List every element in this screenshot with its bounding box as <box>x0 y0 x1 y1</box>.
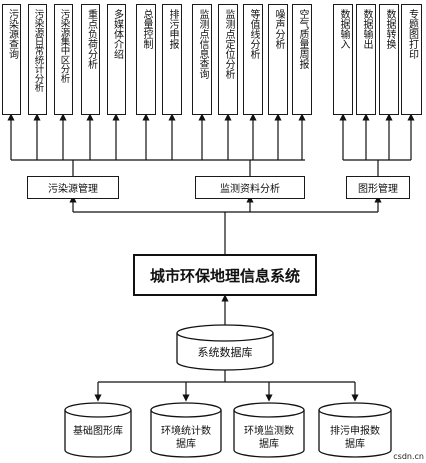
top-box-key-load: 重点负荷分析 <box>81 4 100 115</box>
db-label-line1: 环境监测数 <box>244 426 294 437</box>
system-db-cylinder <box>176 324 274 371</box>
db-label-base-graphics: 基础图形库 <box>65 425 131 438</box>
top-box-label: 多媒体介绍 <box>111 9 123 59</box>
top-box-label: 监测点信息查询 <box>197 9 208 79</box>
pollution-management-label: 污染源管理 <box>48 184 98 195</box>
graphics-management-box: 图形管理 <box>346 176 410 199</box>
graphics-management-label: 图形管理 <box>358 184 398 195</box>
top-box-monitor-location: 监测点定位分析 <box>218 4 238 115</box>
core-system-title: 城市环保地理信息系统 <box>149 266 300 285</box>
top-box-pollution-daily-stats: 污染源日常统计分析 <box>28 4 47 115</box>
db-label-env-monitoring: 环境监测数 据库 <box>234 425 304 451</box>
top-box-pollution-query: 污染源查询 <box>2 4 21 115</box>
db-label-discharge: 排污申报数 据库 <box>319 425 391 451</box>
top-box-noise-analysis: 噪声分析 <box>268 4 288 115</box>
db-label-line2: 据库 <box>345 439 365 450</box>
top-box-data-output: 数据输出 <box>356 4 376 115</box>
monitoring-analysis-box: 监测资料分析 <box>195 176 305 199</box>
top-box-label: 等值线分析 <box>248 9 259 59</box>
top-box-discharge-declaration: 排污申报 <box>162 4 182 115</box>
top-box-monitor-info-query: 监测点信息查询 <box>192 4 212 115</box>
top-box-label: 污染源日常统计分析 <box>32 9 44 92</box>
top-box-label: 污染源查询 <box>6 9 18 59</box>
top-box-pollution-concentration: 污染源集中区分析 <box>54 4 73 115</box>
db-label-line2: 据库 <box>176 439 196 450</box>
top-box-contour-analysis: 等值线分析 <box>243 4 263 115</box>
system-db-label: 系统数据库 <box>177 346 273 359</box>
top-box-label: 总量控制 <box>141 9 152 49</box>
top-box-label: 监测点定位分析 <box>223 9 234 79</box>
top-box-thematic-print: 专题图打印 <box>401 4 422 115</box>
top-box-label: 污染源集中区分析 <box>58 9 70 83</box>
db-label-line2: 据库 <box>259 439 279 450</box>
top-box-label: 空气质量周报 <box>297 9 308 69</box>
top-box-label: 重点负荷分析 <box>85 9 97 69</box>
top-box-multimedia: 多媒体介绍 <box>107 4 126 115</box>
db-label-line1: 基础图形库 <box>73 426 123 437</box>
top-box-total-control: 总量控制 <box>136 4 156 115</box>
top-box-label: 专题图打印 <box>406 9 418 59</box>
watermark: csdn.cn <box>393 452 424 461</box>
top-box-label: 数据输入 <box>338 9 349 49</box>
core-system-box: 城市环保地理信息系统 <box>133 254 317 296</box>
database-cylinders <box>64 402 392 458</box>
pollution-management-box: 污染源管理 <box>27 176 119 199</box>
db-label-env-statistics: 环境统计数 据库 <box>151 425 221 451</box>
db-label-line1: 环境统计数 <box>161 426 211 437</box>
top-box-label: 数据转换 <box>384 9 395 49</box>
top-box-label: 排污申报 <box>167 9 178 49</box>
top-box-label: 噪声分析 <box>273 9 284 49</box>
top-box-data-input: 数据输入 <box>333 4 353 115</box>
system-db-text: 系统数据库 <box>197 346 253 359</box>
db-label-line1: 排污申报数 <box>330 426 380 437</box>
top-box-air-quality-weekly: 空气质量周报 <box>292 4 312 115</box>
top-box-label: 数据输出 <box>361 9 372 49</box>
top-box-data-conversion: 数据转换 <box>379 4 399 115</box>
monitoring-analysis-label: 监测资料分析 <box>220 184 280 195</box>
